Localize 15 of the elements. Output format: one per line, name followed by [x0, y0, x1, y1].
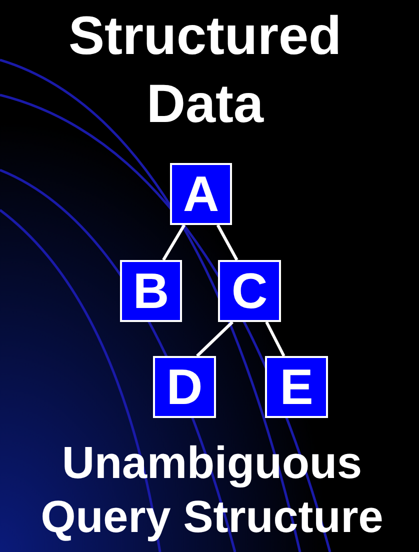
tree-node-box [265, 356, 328, 418]
connector-line [265, 321, 286, 357]
tree-node-box [153, 356, 216, 418]
connector-line [216, 224, 238, 261]
tree-node-box [120, 260, 182, 322]
tree-node-box [170, 163, 232, 225]
title: Structured Data [67, 5, 343, 136]
connector-line [162, 224, 186, 261]
node-label: E [280, 358, 314, 416]
node-label: A [182, 165, 220, 223]
node-label: B [132, 262, 170, 320]
node-label: C [231, 262, 268, 320]
tree-node-box [218, 260, 281, 322]
connector-line [196, 320, 234, 358]
node-label: D [166, 358, 203, 416]
